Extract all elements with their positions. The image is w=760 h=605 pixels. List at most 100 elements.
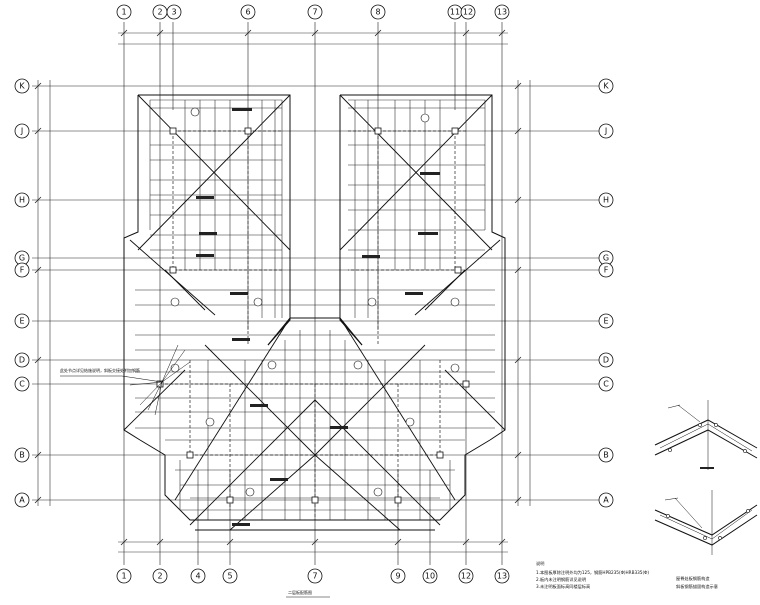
axis-bubble-right-E: E xyxy=(598,313,614,329)
svg-text:1: 1 xyxy=(121,8,126,17)
svg-text:5: 5 xyxy=(227,572,232,581)
hip-lines xyxy=(123,94,506,531)
axis-bubble-bottom-5: 5 xyxy=(222,568,238,584)
axis-bubble-bottom-10: 10 xyxy=(422,568,438,584)
axis-bubbles-bottom: 1 2 4 5 7 9 10 12 13 xyxy=(116,568,510,584)
axis-bubble-top-11: 11 xyxy=(447,4,463,20)
notes-line-1: 1.本图板厚除注明外均为125，钢筋HPB235(Φ)HRB335(Φ) xyxy=(536,569,649,576)
axis-bubble-top-12: 12 xyxy=(460,4,476,20)
svg-text:D: D xyxy=(19,356,25,365)
vertical-grid-lines xyxy=(123,22,503,565)
svg-text:10: 10 xyxy=(425,572,435,581)
axis-bubble-bottom-1: 1 xyxy=(116,568,132,584)
svg-text:12: 12 xyxy=(461,572,471,581)
reinforcement-vertical xyxy=(184,100,441,520)
axis-bubble-right-D: D xyxy=(598,352,614,368)
svg-text:1: 1 xyxy=(121,572,126,581)
notes-heading: 说明 xyxy=(536,560,544,567)
axis-bubbles-top: 1 2 3 6 7 8 11 12 13 xyxy=(116,4,510,20)
horizontal-grid-lines xyxy=(32,85,600,501)
axis-bubble-right-F: F xyxy=(598,262,614,278)
axis-bubble-top-1: 1 xyxy=(116,4,132,20)
svg-text:H: H xyxy=(19,196,25,205)
svg-text:A: A xyxy=(19,496,25,505)
svg-text:C: C xyxy=(19,380,25,389)
rebar-callouts xyxy=(196,108,440,526)
axis-bubble-top-8: 8 xyxy=(370,4,386,20)
svg-text:9: 9 xyxy=(395,572,400,581)
svg-text:G: G xyxy=(603,254,609,263)
svg-text:K: K xyxy=(603,82,609,91)
svg-text:G: G xyxy=(19,254,25,263)
axis-bubble-left-H: H xyxy=(14,192,30,208)
svg-text:13: 13 xyxy=(497,8,507,17)
axis-bubble-left-D: D xyxy=(14,352,30,368)
svg-text:D: D xyxy=(603,356,609,365)
detail-title: 屋脊处板钢筋构造 xyxy=(676,575,710,582)
general-notes: 说明 1.本图板厚除注明外均为125，钢筋HPB235(Φ)HRB335(Φ) … xyxy=(536,560,649,590)
valley-detail-lower xyxy=(654,490,758,555)
svg-text:F: F xyxy=(604,266,609,275)
svg-text:A: A xyxy=(603,496,609,505)
axis-bubble-left-A: A xyxy=(14,492,30,508)
ridge-detail-upper xyxy=(654,400,758,470)
svg-text:8: 8 xyxy=(375,8,380,17)
slab-tags xyxy=(170,107,460,497)
left-callout: 此处节点详见结施说明，斜板交接处附加钢筋 xyxy=(60,344,191,416)
plan-title: 二层板配筋图 xyxy=(288,589,312,595)
svg-text:F: F xyxy=(20,266,25,275)
svg-text:K: K xyxy=(19,82,25,91)
axis-bubble-right-A: A xyxy=(598,492,614,508)
axis-bubble-bottom-13: 13 xyxy=(494,568,510,584)
left-callout-text: 此处节点详见结施说明，斜板交接处附加钢筋 xyxy=(60,367,140,373)
axis-bubble-bottom-9: 9 xyxy=(390,568,406,584)
svg-text:2: 2 xyxy=(157,8,162,17)
axis-bubble-right-C: C xyxy=(598,376,614,392)
axis-bubble-left-K: K xyxy=(14,78,30,94)
axis-bubble-right-B: B xyxy=(598,447,614,463)
svg-text:E: E xyxy=(603,317,608,326)
svg-text:J: J xyxy=(604,127,607,136)
interior-beams xyxy=(160,130,470,520)
svg-text:4: 4 xyxy=(195,572,200,581)
notes-line-2: 2.板内未注明钢筋详见说明 xyxy=(536,576,586,583)
svg-text:B: B xyxy=(19,451,25,460)
axis-bubble-left-E: E xyxy=(14,313,30,329)
axis-bubbles-right: K J H G F E D C B A xyxy=(598,78,614,508)
columns xyxy=(156,127,470,504)
axis-bubble-left-C: C xyxy=(14,376,30,392)
svg-text:B: B xyxy=(603,451,609,460)
axis-bubble-left-J: J xyxy=(14,123,30,139)
svg-text:2: 2 xyxy=(157,572,162,581)
svg-text:7: 7 xyxy=(312,572,317,581)
svg-text:3: 3 xyxy=(171,8,176,17)
notes-line-3: 3.未注明板面标高同楼层标高 xyxy=(536,583,590,590)
axis-bubble-top-7: 7 xyxy=(307,4,323,20)
axis-bubble-right-K: K xyxy=(598,78,614,94)
axis-bubble-bottom-7: 7 xyxy=(307,568,323,584)
axis-bubbles-left: K J H G F E D C B A xyxy=(14,78,30,508)
axis-bubble-top-6: 6 xyxy=(240,4,256,20)
svg-text:12: 12 xyxy=(463,8,473,17)
axis-bubble-bottom-2: 2 xyxy=(152,568,168,584)
axis-bubble-left-F: F xyxy=(14,262,30,278)
axis-bubble-top-2: 2 xyxy=(152,4,168,20)
axis-bubble-top-3: 3 xyxy=(166,4,182,20)
svg-text:E: E xyxy=(19,317,24,326)
svg-text:11: 11 xyxy=(450,8,460,17)
dimension-lines xyxy=(34,29,531,553)
svg-text:6: 6 xyxy=(245,8,250,17)
axis-bubble-left-B: B xyxy=(14,447,30,463)
svg-text:7: 7 xyxy=(312,8,317,17)
axis-bubble-right-H: H xyxy=(598,192,614,208)
slab-outline xyxy=(123,94,506,531)
svg-text:H: H xyxy=(603,196,609,205)
axis-bubble-bottom-4: 4 xyxy=(190,568,206,584)
axis-bubble-right-J: J xyxy=(598,123,614,139)
axis-bubble-top-13: 13 xyxy=(494,4,510,20)
axis-bubble-bottom-12: 12 xyxy=(458,568,474,584)
svg-text:C: C xyxy=(603,380,609,389)
svg-text:13: 13 xyxy=(497,572,507,581)
detail-subtitle: 斜板钢筋锚固构造示意 xyxy=(676,583,718,590)
